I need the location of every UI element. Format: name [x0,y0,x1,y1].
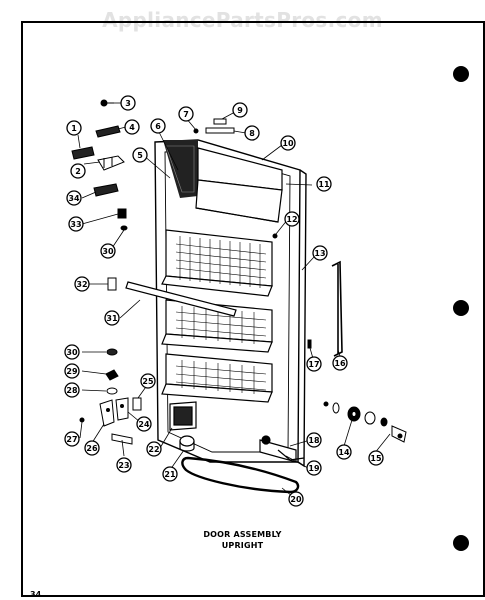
callout-circle [150,118,166,134]
callout-circle [368,450,384,466]
callout-number: 27 [66,435,77,444]
callout-circle [140,373,156,389]
callout-circle [100,243,116,259]
dairy-compartment [195,147,283,223]
callout-number: 34 [68,194,80,203]
binder-hole [453,535,469,551]
shelf-grids [175,236,267,394]
callout-number: 15 [370,454,382,463]
door-handle [331,260,343,357]
callout-number: 17 [308,360,319,369]
door-gasket-strip [181,456,300,494]
callout-circle [162,466,178,482]
callout-number: 11 [318,180,330,189]
callout-number: 29 [66,367,78,376]
callout-number: 32 [76,280,87,289]
round-pad [179,435,195,452]
small-parts [71,99,407,445]
callout-number: 24 [138,420,150,429]
callout-number: 19 [308,464,320,473]
callout-number: 31 [106,314,118,323]
callout-circle [104,310,120,326]
callout-circle [66,190,82,206]
callout-circle [332,355,348,371]
callout-number: 13 [314,249,325,258]
callout-number: 26 [86,444,98,453]
callout-number: 30 [66,348,78,357]
callout-number: 33 [70,220,81,229]
callout-number: 5 [137,151,143,160]
callout-circle [64,344,80,360]
callout-number: 2 [75,167,81,176]
callout-number: 20 [290,495,302,504]
callout-circle [280,135,296,151]
callout-circle [312,245,328,261]
callout-circle [316,176,332,192]
callout-number: 16 [334,359,346,368]
callout-circle [120,95,136,111]
callout-number: 1 [71,124,77,133]
callout-circle [232,102,248,118]
callout-number: 22 [148,445,159,454]
binder-hole [453,66,469,82]
callout-circle [66,120,82,136]
callout-number: 14 [338,448,350,457]
callout-circle [306,356,322,372]
page-frame [21,21,485,597]
callout-circle [84,440,100,456]
lower-compartment [169,401,197,431]
callout-circle [244,125,260,141]
door-shelves [161,229,273,403]
page-number: 34 [30,590,42,599]
callout-number: 7 [183,110,189,119]
callout-circle [68,216,84,232]
callout-number: 30 [102,247,114,256]
callout-number: 25 [142,377,154,386]
binder-hole [453,300,469,316]
callouts: 1234567891011121314151617181920212223242… [64,95,384,507]
callout-circle [124,119,140,135]
callout-number: 28 [66,386,78,395]
callout-number: 18 [308,436,320,445]
callout-number: 4 [129,123,135,132]
callout-circle [146,441,162,457]
callout-circle [70,163,86,179]
callout-number: 10 [282,139,294,148]
callout-circle [306,432,322,448]
callout-number: 23 [118,461,129,470]
callout-number: 8 [249,129,255,138]
door-gasket-corner [163,140,198,198]
callout-circle [336,444,352,460]
caption-line-2: UPRIGHT [221,541,264,550]
callout-circle [74,276,90,292]
callout-circle [116,457,132,473]
callout-number: 12 [286,215,297,224]
callout-number: 6 [155,122,161,131]
callout-circle [178,106,194,122]
shelf-bar [125,281,237,317]
callout-circle [306,460,322,476]
callout-circle [136,416,152,432]
callout-circle [64,382,80,398]
callout-number: 21 [164,470,176,479]
callout-circle [288,491,304,507]
watermark: AppliancePartsPros.com [102,8,383,32]
callout-circle [64,431,80,447]
callout-number: 3 [125,99,131,108]
callout-circle [64,363,80,379]
leader-lines [77,102,391,497]
callout-circle [284,211,300,227]
caption-line-1: DOOR ASSEMBLY [203,530,282,539]
callout-circle [132,147,148,163]
callout-number: 9 [237,106,243,115]
